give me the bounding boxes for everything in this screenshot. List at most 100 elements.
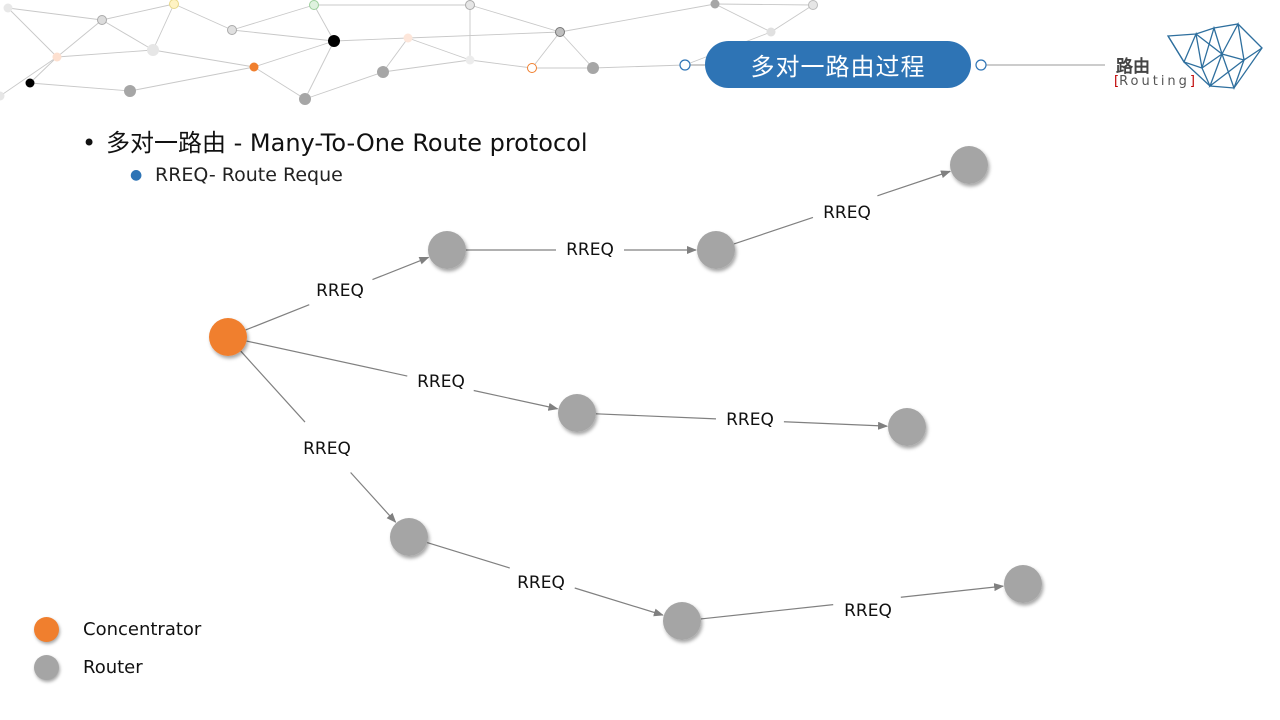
decoration-link: [407, 31, 561, 39]
decoration-link: [129, 66, 255, 92]
decoration-link: [333, 37, 409, 42]
decoration-dot: [403, 33, 413, 43]
edge-line: [595, 413, 716, 420]
edge-line: [473, 389, 559, 411]
decoration-dot: [465, 55, 475, 65]
decoration-dot: [0, 91, 5, 101]
edge-label: RREQ: [417, 372, 465, 392]
decoration-dot: [299, 93, 311, 105]
decoration-dot: [169, 0, 179, 9]
decoration-link: [714, 3, 814, 6]
decoration-dot: [766, 27, 776, 37]
edge-line: [877, 170, 951, 197]
bullet-level2: ●RREQ- Route Reque: [130, 164, 343, 186]
edge-label: RREQ: [316, 281, 364, 301]
router-node: [558, 394, 596, 432]
decoration-link: [531, 31, 561, 69]
edge-line: [372, 256, 430, 281]
decoration-dot: [555, 27, 565, 37]
legend-label: Concentrator: [83, 618, 202, 640]
decoration-dot: [808, 0, 818, 10]
title-connector: [679, 59, 1105, 71]
decoration-link: [173, 3, 233, 31]
edge-line: [700, 603, 834, 620]
decoration-link: [253, 40, 335, 68]
decoration-dot: [527, 63, 537, 73]
concentrator-swatch: [34, 616, 59, 642]
router-swatch: [34, 654, 59, 680]
router-node: [663, 602, 701, 640]
edge-label: RREQ: [726, 410, 774, 430]
router-node: [950, 146, 988, 184]
decoration-dot: [587, 62, 599, 74]
edge-label: RREQ: [303, 439, 351, 459]
edge-line: [900, 583, 1005, 598]
edge-line: [245, 304, 310, 331]
decoration-dot: [3, 3, 13, 13]
decoration-dot: [465, 0, 475, 10]
decoration-dot: [249, 62, 259, 72]
edge-label: RREQ: [566, 240, 614, 260]
brand-wireframe-logo-icon: [1166, 22, 1263, 90]
decoration-link: [304, 71, 384, 100]
decoration-link: [29, 82, 131, 92]
decoration-link: [0, 56, 58, 97]
decoration-link: [382, 59, 471, 73]
edge-label: RREQ: [517, 573, 565, 593]
decoration-link: [313, 4, 335, 42]
concentrator-node: [209, 318, 247, 356]
header-network-decoration: [0, 0, 818, 105]
router-node: [428, 231, 466, 269]
decoration-dot: [328, 35, 340, 47]
decoration-link: [559, 3, 716, 33]
decoration-link: [231, 29, 335, 42]
decoration-link: [714, 3, 772, 33]
edge-line: [733, 216, 814, 245]
decoration-dot: [309, 0, 319, 10]
edge-line: [426, 542, 510, 569]
bullet-dot-icon: ●: [130, 167, 143, 183]
decoration-link: [407, 37, 471, 61]
decoration-link: [253, 66, 306, 100]
bullet-dot-icon: •: [82, 129, 97, 157]
edge-line: [783, 421, 889, 430]
decoration-dot: [52, 52, 62, 62]
decoration-dot: [124, 85, 136, 97]
legend-concentrator: Concentrator: [34, 616, 201, 642]
decoration-link: [56, 49, 154, 58]
edge-line: [240, 350, 306, 423]
decoration-dot: [25, 78, 35, 88]
decoration-link: [7, 7, 58, 58]
edge-line: [246, 340, 408, 377]
decoration-link: [56, 19, 103, 58]
brand-title: 路由: [1116, 57, 1150, 77]
decoration-link: [152, 49, 255, 68]
decoration-dot: [97, 15, 107, 25]
decoration-link: [469, 59, 533, 69]
decoration-link: [152, 3, 175, 51]
router-node: [1004, 565, 1042, 603]
slide-title: 多对一路由过程: [705, 41, 971, 88]
decoration-dot: [147, 44, 159, 56]
edge-label: RREQ: [823, 203, 871, 223]
router-node: [888, 408, 926, 446]
bullet-level1: •多对一路由 - Many-To-One Route protocol: [82, 129, 588, 157]
decoration-link: [101, 3, 175, 21]
decoration-dot: [710, 0, 720, 9]
decoration-link: [592, 64, 686, 69]
decoration-link: [29, 56, 58, 84]
decoration-link: [101, 19, 154, 51]
router-node: [390, 518, 428, 556]
decoration-link: [7, 7, 103, 21]
decoration-link: [382, 37, 409, 73]
decoration-link: [559, 31, 594, 69]
edge-label: RREQ: [844, 601, 892, 621]
decoration-dot: [227, 25, 237, 35]
legend-label: Router: [83, 656, 143, 678]
edge-line: [350, 472, 397, 523]
edge-line: [574, 587, 664, 617]
decoration-link: [770, 4, 814, 33]
legend-router: Router: [34, 654, 143, 680]
decoration-dot: [377, 66, 389, 78]
